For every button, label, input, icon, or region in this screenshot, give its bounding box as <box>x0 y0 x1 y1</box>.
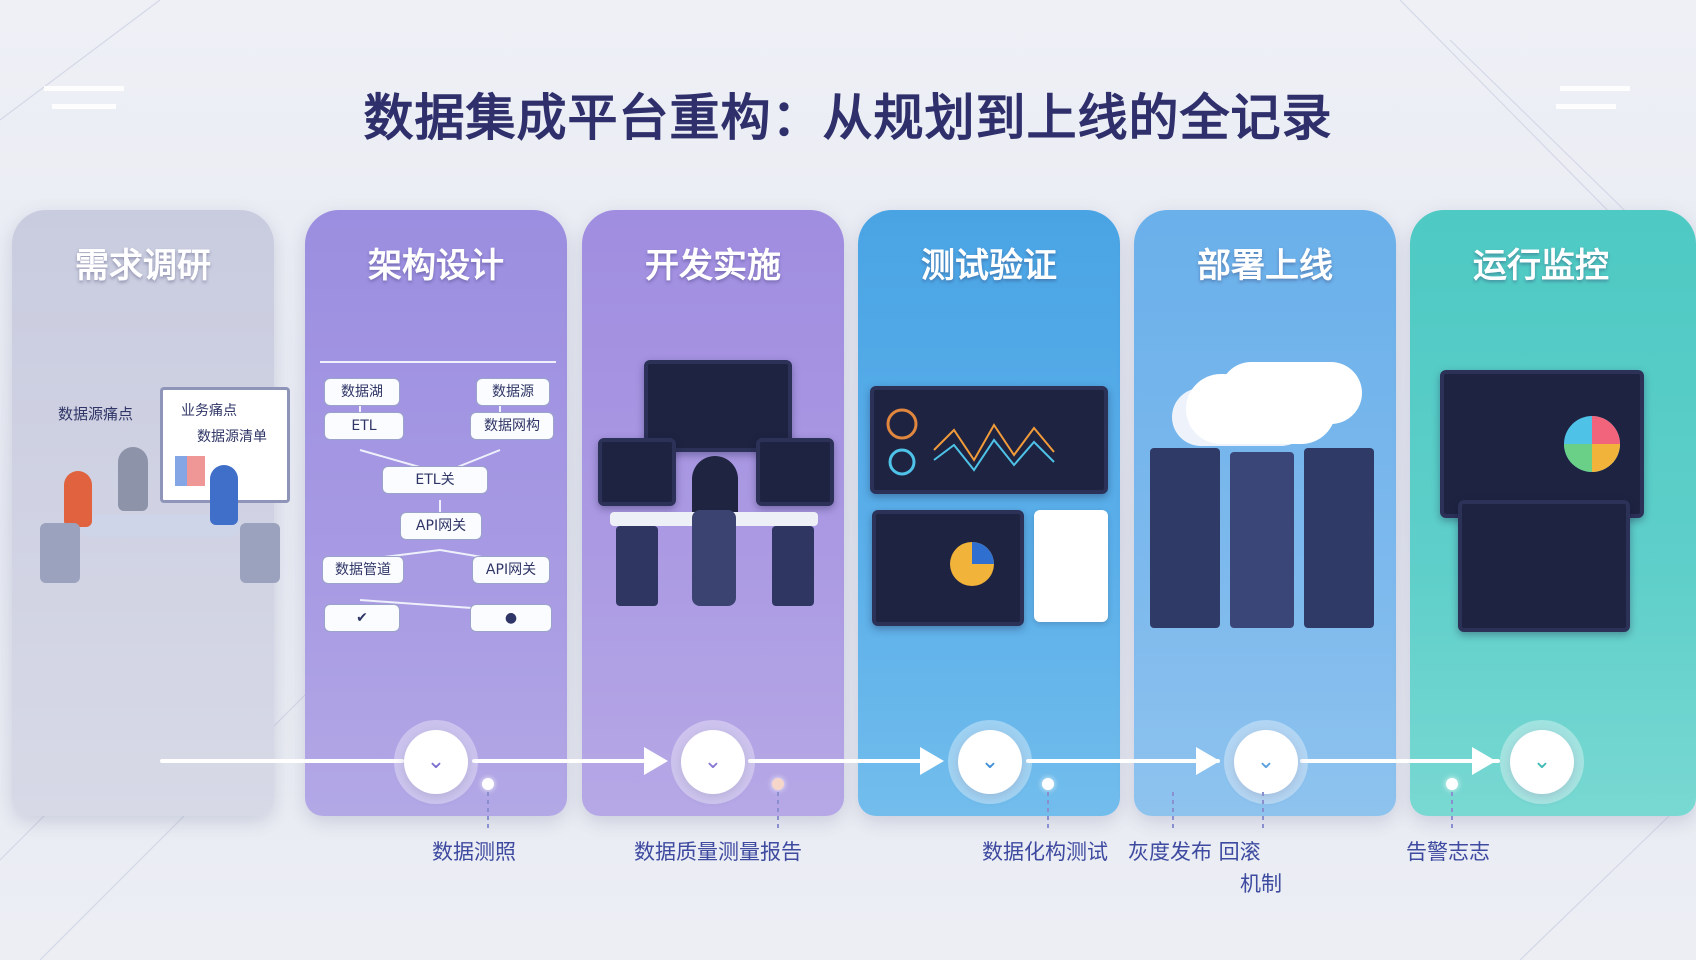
research-note-left: 数据源痛点 <box>58 405 134 423</box>
cloud-icon <box>1186 374 1336 444</box>
timeline-line-1 <box>160 759 404 763</box>
milestone-node-architecture[interactable]: ⌄ <box>404 730 468 794</box>
timeline-dot-1 <box>482 778 494 790</box>
milestone-node-deployment[interactable]: ⌄ <box>1234 730 1298 794</box>
stage-label-monitoring: 运行监控 <box>1473 246 1609 286</box>
stage-label-development: 开发实施 <box>645 246 781 286</box>
arch-node-api-gateway-1: API网关 <box>400 512 482 540</box>
test-report-card <box>1034 510 1108 622</box>
page-title: 数据集成平台重构：从规划到上线的全记录 <box>363 89 1333 147</box>
whiteboard-chart-icon <box>175 456 205 486</box>
timeline-drop-1 <box>487 792 489 828</box>
timeline-arrow-4 <box>1472 747 1496 775</box>
architecture-diagram: 数据湖 数据源 ETL 数据网构 ETL关 API网关 数据管道 API网关 ✔… <box>320 360 556 632</box>
timeline-dot-2 <box>772 778 784 790</box>
dev-monitor-top <box>644 360 792 452</box>
line-chart-icon <box>886 408 1055 476</box>
whiteboard: 业务痛点 数据源清单 <box>160 387 290 503</box>
timeline-line-2 <box>472 759 648 763</box>
milestone-node-development[interactable]: ⌄ <box>681 730 745 794</box>
pie-chart-icon <box>950 542 994 586</box>
pie-chart-colorful-icon <box>1564 416 1620 472</box>
chevron-down-icon: ⌄ <box>703 749 723 774</box>
timeline-drop-4 <box>1172 792 1174 828</box>
chevron-down-icon: ⌄ <box>426 749 446 774</box>
milestone-node-testing[interactable]: ⌄ <box>958 730 1022 794</box>
timeline-line-5 <box>1300 759 1500 763</box>
caption-structure-test: 数据化构测试 <box>982 840 1108 864</box>
timeline-arrow-3 <box>1196 747 1220 775</box>
timeline-dot-6 <box>1446 778 1458 790</box>
monitor-dashboard-top <box>1440 370 1644 518</box>
caption-alert-log: 告警志志 <box>1406 840 1490 864</box>
arch-node-etl-gate: ETL关 <box>382 466 488 494</box>
caption-data-snapshot: 数据测照 <box>432 840 516 864</box>
server-rack-right <box>1304 448 1374 628</box>
server-rack-left <box>1150 448 1220 628</box>
timeline-line-4 <box>1026 759 1220 763</box>
stage-label-deployment: 部署上线 <box>1197 246 1333 286</box>
timeline-drop-6 <box>1451 792 1453 828</box>
timeline-drop-5 <box>1262 792 1264 828</box>
stage-label-testing: 测试验证 <box>921 246 1057 286</box>
meeting-table <box>80 515 240 537</box>
chair-left <box>40 523 80 583</box>
server-rack-center <box>1230 452 1294 628</box>
pc-tower-left <box>616 526 658 606</box>
timeline-drop-2 <box>777 792 779 828</box>
arch-node-data-mesh: 数据网构 <box>470 412 554 440</box>
timeline-arrow-2 <box>920 747 944 775</box>
stage-label-research: 需求调研 <box>75 246 211 286</box>
test-dashboard-top <box>870 386 1108 494</box>
office-chair <box>692 510 736 606</box>
chair-right <box>240 523 280 583</box>
dev-monitor-left <box>598 438 676 506</box>
caption-quality-report: 数据质量测量报告 <box>634 840 802 864</box>
test-dashboard-bottom <box>872 510 1024 626</box>
caption-mechanism: 机制 <box>1240 872 1282 896</box>
timeline-drop-3 <box>1047 792 1049 828</box>
arch-node-data-source: 数据源 <box>476 378 550 406</box>
chevron-down-icon: ⌄ <box>1532 749 1552 774</box>
chevron-down-icon: ⌄ <box>1256 749 1276 774</box>
person-1-avatar <box>64 471 92 527</box>
arch-node-data-pipeline: 数据管道 <box>322 556 404 584</box>
arch-node-api-gateway-2: API网关 <box>472 556 550 584</box>
monitor-dashboard-bottom <box>1458 500 1630 632</box>
testing-illustration <box>870 386 1114 630</box>
stage-label-architecture: 架构设计 <box>368 246 504 286</box>
arch-node-check-icon: ✔ <box>324 604 400 632</box>
arch-node-etl: ETL <box>324 412 404 440</box>
monitoring-illustration <box>1440 370 1650 632</box>
pc-tower-right <box>772 526 814 606</box>
development-illustration <box>596 360 834 630</box>
arch-node-data-lake: 数据湖 <box>324 378 400 406</box>
whiteboard-line2: 数据源清单 <box>197 429 267 445</box>
person-2-avatar <box>118 447 148 511</box>
milestone-node-monitoring[interactable]: ⌄ <box>1510 730 1574 794</box>
whiteboard-line1: 业务痛点 <box>181 403 237 419</box>
arch-node-slider-icon: ● <box>470 604 552 632</box>
deployment-illustration <box>1146 360 1386 636</box>
person-3-avatar <box>210 465 238 525</box>
timeline-line-3 <box>748 759 924 763</box>
caption-canary-rollback: 灰度发布 回滚 <box>1128 840 1261 864</box>
research-illustration: 数据源痛点 业务痛点 数据源清单 <box>40 375 290 635</box>
dev-monitor-right <box>756 438 834 506</box>
timeline-arrow-1 <box>644 747 668 775</box>
timeline-dot-3 <box>1042 778 1054 790</box>
chevron-down-icon: ⌄ <box>980 749 1000 774</box>
